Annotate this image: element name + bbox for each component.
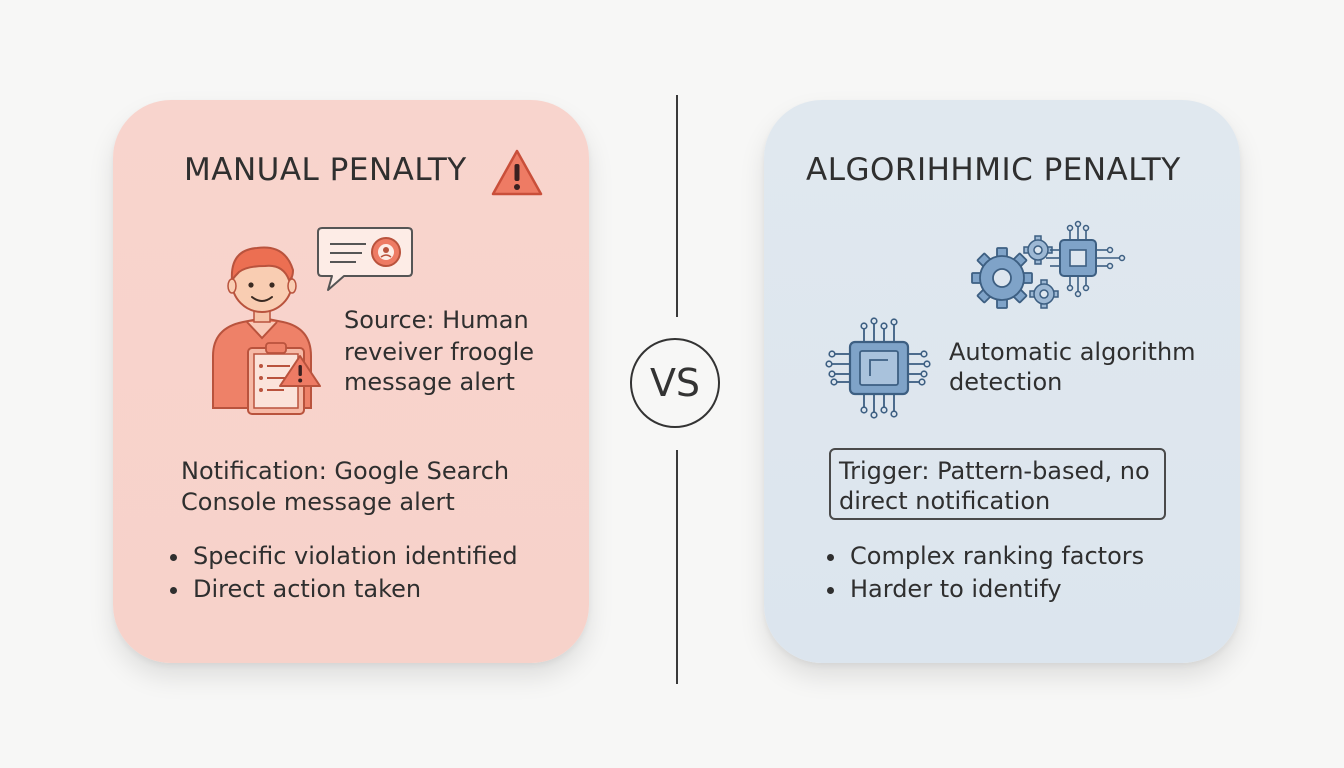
warning-icon <box>491 149 543 196</box>
detection-line-2: detection <box>949 368 1063 396</box>
list-item: Harder to identify <box>824 573 1144 606</box>
manual-penalty-title: MANUAL PENALTY <box>184 152 467 188</box>
algorithmic-penalty-title: ALGORIHHMIC PENALTY <box>806 152 1181 188</box>
list-item: Specific violation identified <box>167 540 518 573</box>
vs-badge: VS <box>630 338 720 428</box>
circuit-chip-icon <box>825 317 931 419</box>
source-line-3: message alert <box>344 368 515 396</box>
source-line-1: Source: Human <box>344 306 529 334</box>
algorithmic-bullet-list: Complex ranking factors Harder to identi… <box>824 540 1144 606</box>
divider-bottom <box>676 450 678 684</box>
manual-bullet-list: Specific violation identified Direct act… <box>167 540 518 606</box>
trigger-line-2: direct notification <box>839 487 1051 515</box>
divider-top <box>676 95 678 317</box>
trigger-line-1: Trigger: Pattern-based, no <box>839 457 1150 485</box>
list-item: Direct action taken <box>167 573 518 606</box>
notification-line-2: Console message alert <box>181 488 455 516</box>
gears-icon <box>971 220 1126 309</box>
trigger-box <box>829 448 1166 520</box>
source-line-2: reveiver froogle <box>344 338 535 366</box>
message-bubble-icon <box>317 227 413 291</box>
notification-line-1: Notification: Google Search <box>181 457 510 485</box>
detection-line-1: Automatic algorithm <box>949 338 1196 366</box>
list-item: Complex ranking factors <box>824 540 1144 573</box>
clipboard-icon <box>247 342 321 415</box>
